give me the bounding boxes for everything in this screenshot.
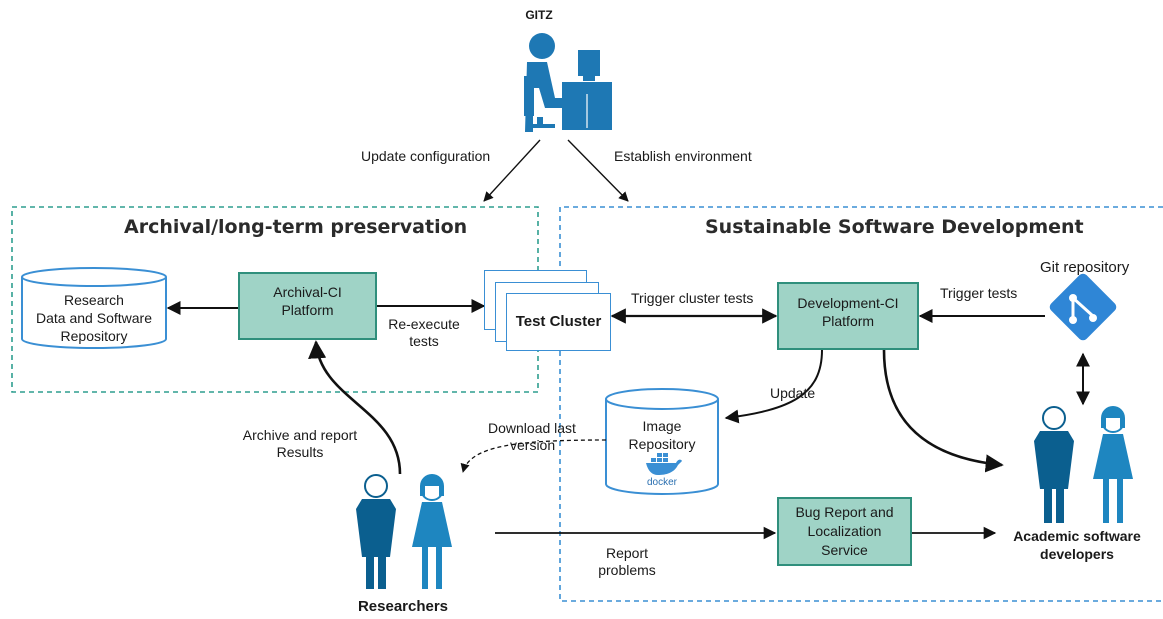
git-repository-icon [1049, 273, 1117, 341]
researcher-man-icon [356, 474, 396, 589]
archival-ci-label: Archival-CI Platform [238, 283, 377, 319]
research-repository-label: Research Data and Software Repository [24, 291, 164, 345]
research-repository-line2: Data and Software [36, 310, 152, 326]
trigger-tests-label: Trigger tests [940, 285, 1018, 301]
download-line2: version [510, 437, 556, 453]
test-cluster-node[interactable] [506, 293, 611, 351]
archive-report-results-label: Archive and report Results [232, 427, 368, 461]
developers-line1: Academic software [1013, 528, 1141, 544]
developers-line2: developers [1040, 546, 1114, 562]
archival-ci-line2: Platform [281, 302, 334, 318]
update-configuration-label: Update configuration [361, 148, 491, 164]
image-repository-line2: Repository [628, 436, 696, 452]
report-problems-line2: problems [598, 562, 656, 578]
archival-section-title: Archival/long-term preservation [124, 216, 468, 238]
research-repository-line3: Repository [60, 328, 128, 344]
archive-report-line2: Results [276, 444, 324, 460]
image-repository-label: Image Repository [606, 417, 718, 453]
researcher-woman-icon [412, 474, 452, 589]
update-label: Update [770, 385, 816, 401]
git-repository-label: Git repository [1040, 259, 1130, 276]
reexecute-line2: tests [409, 333, 439, 349]
bug-report-label: Bug Report and Localization Service [777, 503, 912, 560]
image-repository-cylinder [605, 388, 719, 495]
test-cluster-label: Test Cluster [515, 313, 602, 330]
image-repository-line1: Image [642, 418, 682, 434]
research-repository-line1: Research [64, 292, 124, 308]
development-ci-line1: Development-CI [797, 295, 899, 311]
archive-report-line1: Archive and report [242, 427, 358, 443]
download-last-version-label: Download last version [488, 420, 576, 454]
download-line1: Download last [488, 420, 576, 436]
reexecute-tests-label: Re-execute tests [384, 316, 464, 350]
report-problems-line1: Report [605, 545, 649, 561]
sustainable-section-frame [559, 206, 1163, 602]
development-ci-platform[interactable] [777, 282, 919, 350]
development-ci-line2: Platform [821, 313, 875, 329]
developer-woman-icon [1093, 406, 1133, 523]
docker-logo-text: docker [646, 477, 677, 488]
establish-environment-label: Establish environment [614, 148, 752, 164]
report-problems-label: Report problems [592, 545, 662, 579]
researchers-label: Researchers [357, 598, 449, 615]
reexecute-line1: Re-execute [388, 316, 460, 332]
docker-whale-icon [646, 453, 682, 475]
archival-ci-platform[interactable] [238, 272, 377, 340]
developers-label: Academic software developers [1003, 527, 1151, 563]
trigger-cluster-tests-label: Trigger cluster tests [631, 290, 754, 306]
bug-report-line1: Bug Report and [795, 504, 894, 520]
development-ci-label: Development-CI Platform [777, 294, 919, 330]
bug-report-line3: Service [821, 542, 868, 558]
bug-report-service[interactable] [777, 497, 912, 566]
gitz-person-icon [524, 33, 612, 132]
archival-section-frame [11, 206, 539, 393]
gitz-label: GITZ [525, 8, 553, 22]
developer-man-icon [1034, 406, 1074, 523]
archival-ci-line1: Archival-CI [273, 284, 342, 300]
research-repository-cylinder [21, 267, 167, 349]
sustainable-section-title: Sustainable Software Development [705, 216, 1084, 238]
bug-report-line2: Localization [807, 523, 882, 539]
